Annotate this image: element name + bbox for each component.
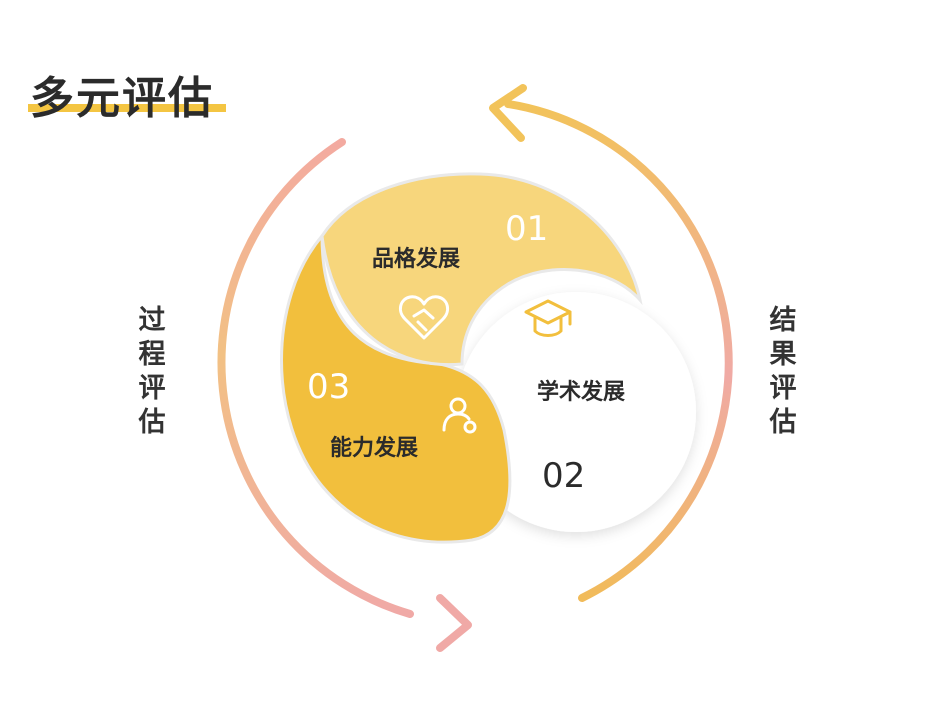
graduation-cap-icon xyxy=(524,299,572,337)
segment-label-character: 品格发展 xyxy=(372,246,460,272)
left-cycle-arrow xyxy=(217,138,472,652)
segment-label-academic: 学术发展 xyxy=(537,379,625,405)
person-gear-icon xyxy=(442,397,477,434)
title-underline xyxy=(28,104,226,112)
segment-ability xyxy=(280,231,512,544)
result-eval-label: 结果评估 xyxy=(769,305,797,438)
segment-number-02: 02 xyxy=(542,456,585,496)
heart-handshake-icon xyxy=(398,295,450,340)
page-title: 多元评估 xyxy=(30,73,214,124)
process-eval-label: 过程评估 xyxy=(138,305,166,438)
segment-label-ability: 能力发展 xyxy=(330,435,418,461)
segment-number-03: 03 xyxy=(307,367,350,407)
right-cycle-arrow xyxy=(489,84,733,602)
segment-number-01: 01 xyxy=(505,209,548,249)
segment-academic xyxy=(456,292,696,532)
